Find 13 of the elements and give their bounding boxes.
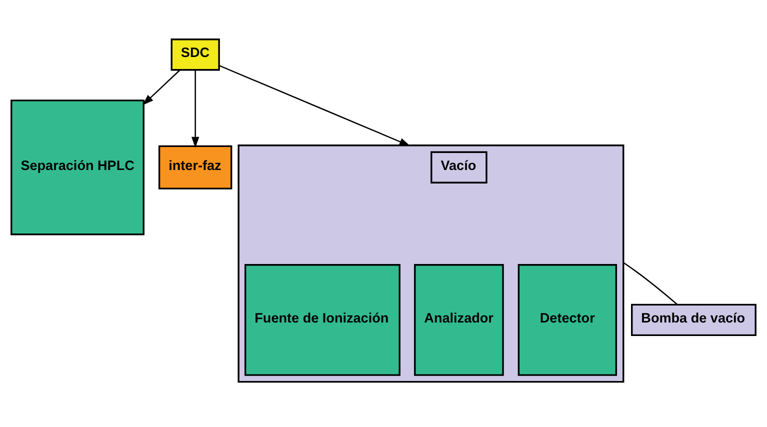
cluster — [238, 144, 624, 382]
node-box: Analizador — [414, 264, 504, 376]
node-box: Vacío — [430, 150, 488, 183]
node-box: inter-faz — [158, 144, 232, 189]
arrow — [191, 70, 200, 148]
connector — [623, 262, 678, 304]
node-box: Fuente de Ionización — [244, 264, 400, 376]
arrow — [142, 69, 180, 105]
arrow — [218, 64, 410, 146]
node-box: Bomba de vacío — [631, 303, 756, 336]
node-box: Detector — [518, 264, 618, 376]
node-box: SDC — [170, 38, 220, 70]
node-box: Separación HPLC — [10, 99, 144, 235]
